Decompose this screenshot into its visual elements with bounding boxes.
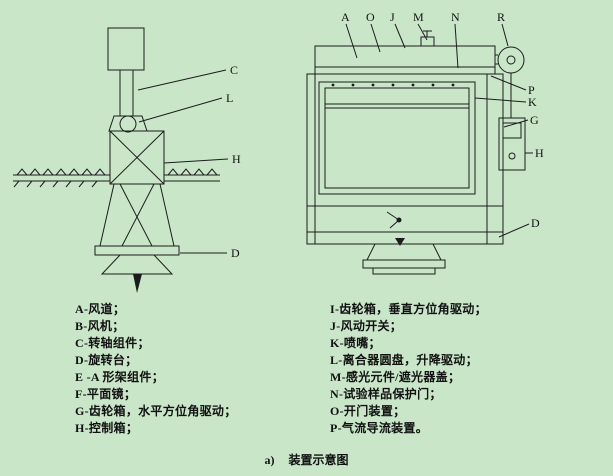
label-o: O (366, 10, 375, 24)
legend-item-o: O-开门装置； (330, 404, 406, 418)
left-figure-callouts: C L H D (137, 63, 241, 260)
rotary-table-base (94, 245, 180, 293)
clutch-disc (119, 115, 137, 133)
chamber-cabinet (306, 73, 504, 245)
legend-column-right: I-齿轮箱，垂直方位角驱动； J-风动开关； K-喷嘴； L-离合器圆盘，升降驱… (330, 301, 487, 437)
label-l: L (226, 91, 233, 105)
control-box (109, 130, 165, 185)
side-callouts: P K G H D (474, 75, 544, 238)
legend-item-m: M-感光元件/遮光器盖； (330, 370, 461, 384)
side-gearbox (498, 117, 526, 171)
specimen-door (318, 81, 476, 195)
sensor-cover (420, 36, 435, 47)
legend-item-j: J-风动开关； (330, 319, 403, 333)
door-opener-crank (386, 211, 405, 246)
legend-item-p: P-气流导流装置。 (330, 421, 429, 435)
top-callouts: A O J M N R (341, 10, 509, 69)
caption-text: 装置示意图 (288, 453, 349, 467)
a-frame-legs (99, 183, 175, 247)
label-p: P (528, 83, 535, 97)
label-g: G (530, 113, 539, 127)
label-h: H (232, 152, 241, 166)
label-m: M (413, 10, 424, 24)
label-j: J (390, 10, 395, 24)
legend-item-k: K-喷嘴； (330, 336, 381, 350)
caption-label: a) (264, 453, 275, 467)
legend-item-e: E -A 形架组件； (75, 370, 165, 384)
legend-column-left: A-风道； B-风机； C-转轴组件； D-旋转台； E -A 形架组件； F-… (75, 301, 237, 437)
legend-item-c: C-转轴组件； (75, 336, 150, 350)
pedestal-base (362, 243, 446, 275)
legend-item-i: I-齿轮箱，垂直方位角驱动； (330, 302, 487, 316)
label-n: N (451, 10, 460, 24)
left-apparatus-figure: C L H D (13, 27, 241, 293)
label-d: D (231, 246, 240, 260)
wind-duct (314, 30, 496, 75)
label-c: C (230, 63, 238, 77)
label-d2: D (531, 216, 540, 230)
drive-pulley (495, 46, 525, 118)
label-h2: H (535, 146, 544, 160)
flat-mirror-bar (13, 168, 220, 188)
legend-item-b: B-风机； (75, 319, 125, 333)
legend-item-l: L-离合器圆盘，升降驱动； (330, 353, 478, 367)
legend-item-a: A-风道； (75, 302, 126, 316)
label-a: A (341, 10, 350, 24)
label-k: K (528, 95, 537, 109)
figure-caption: a) 装置示意图 (0, 451, 613, 468)
legend-item-h: H-控制箱； (75, 421, 139, 435)
legend-item-d: D-旋转台； (75, 353, 138, 367)
mast-assembly (107, 27, 148, 133)
legend-item-g: G-齿轮箱，水平方位角驱动； (75, 404, 237, 418)
legend-item-f: F-平面镜； (75, 387, 137, 401)
label-r: R (497, 10, 505, 24)
right-apparatus-figure: A O J M N R (306, 10, 544, 275)
legend-item-n: N-试验样品保护门； (330, 387, 442, 401)
